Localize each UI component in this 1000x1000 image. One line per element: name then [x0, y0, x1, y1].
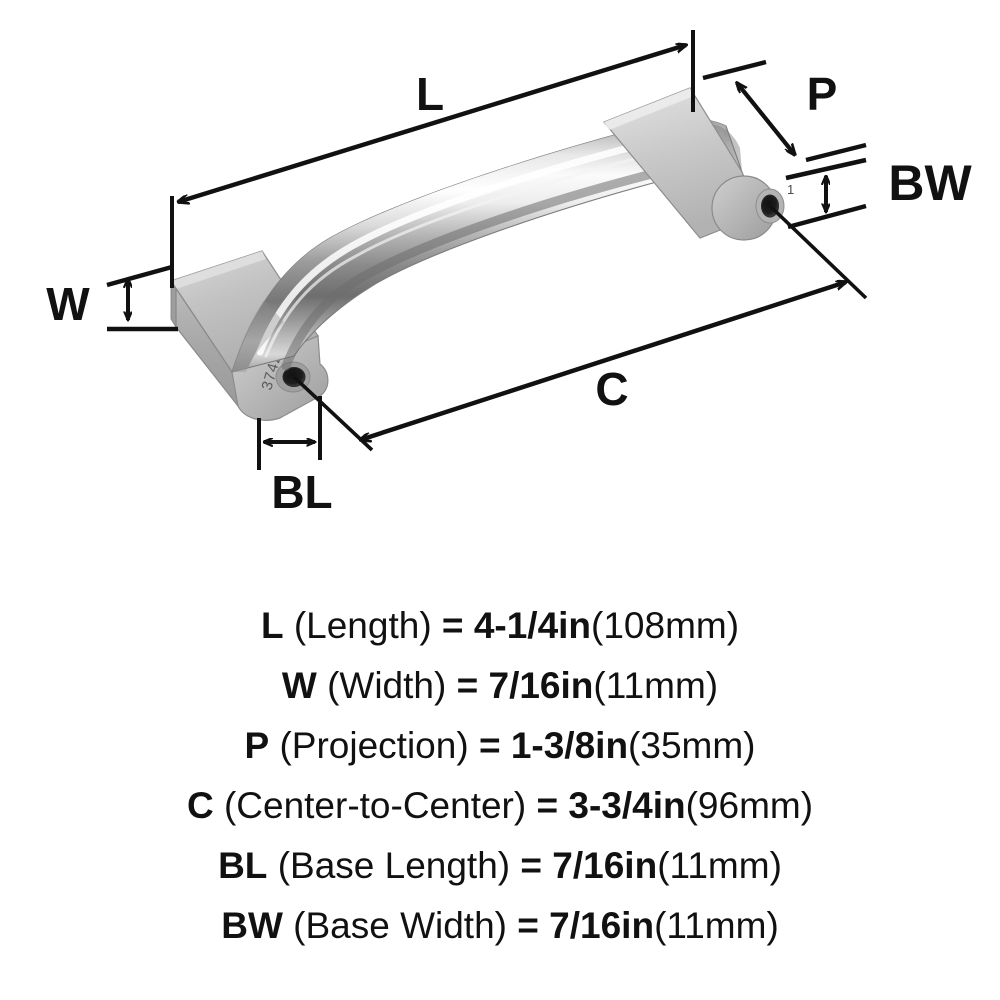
- legend-desc-W: (Width): [327, 665, 447, 706]
- legend-row-BW: BW (Base Width) = 7/16in(11mm): [0, 896, 1000, 956]
- legend-eq-BW: =: [517, 905, 539, 946]
- legend-desc-BW: (Base Width): [293, 905, 507, 946]
- secondary-marking: 1: [787, 182, 794, 197]
- legend-value-in-BW: 7/16in: [549, 905, 655, 946]
- dimension-label-BL: BL: [271, 466, 332, 518]
- P-dimension-line: [737, 83, 795, 155]
- legend-eq-P: =: [478, 725, 501, 766]
- dimension-label-L: L: [416, 68, 444, 120]
- C-leader-right: [768, 204, 868, 300]
- dimension-legend: L (Length) = 4-1/4in(108mm) W (Width) = …: [0, 596, 1000, 956]
- legend-row-L: L (Length) = 4-1/4in(108mm): [0, 596, 1000, 656]
- dimension-label-W: W: [46, 278, 90, 330]
- legend-value-mm-BW: (11mm): [654, 905, 779, 946]
- P-extension-upper: [702, 59, 767, 81]
- left-foot-chamfer: [171, 251, 266, 289]
- legend-value-in-C: 3-3/4in: [568, 785, 686, 826]
- dimension-label-BW: BW: [888, 155, 972, 211]
- BW-extension-top: [785, 157, 867, 181]
- dimension-label-P: P: [807, 68, 838, 120]
- legend-eq-W: =: [456, 665, 479, 706]
- legend-row-W: W (Width) = 7/16in(11mm): [0, 656, 1000, 716]
- legend-value-mm-BL: (11mm): [657, 845, 782, 886]
- P-extension-lower: [805, 142, 867, 163]
- dimension-P: P: [702, 59, 867, 163]
- cabinet-pull-handle-illustration: 37423: [170, 87, 794, 421]
- dimension-BW: BW: [785, 155, 972, 230]
- C-dimension-line: [360, 282, 846, 440]
- legend-abbr-L: L: [260, 605, 284, 646]
- legend-value-in-L: 4-1/4in: [473, 605, 592, 646]
- arch-bar-left-bend-shade: [232, 300, 284, 372]
- legend-abbr-BL: BL: [218, 845, 268, 886]
- legend-row-C: C (Center-to-Center) = 3-3/4in(96mm): [0, 776, 1000, 836]
- legend-desc-BL: (Base Length): [277, 845, 511, 886]
- legend-desc-P: (Projection): [279, 725, 469, 766]
- dimension-label-C: C: [595, 363, 628, 415]
- L-dimension-line: [178, 45, 686, 202]
- legend-abbr-BW: BW: [221, 905, 283, 946]
- legend-value-in-P: 1-3/8in: [510, 725, 629, 766]
- W-extension-top: [106, 264, 173, 288]
- dimension-L: L: [170, 30, 695, 288]
- product-technical-drawing: 37423: [46, 30, 972, 518]
- legend-abbr-P: P: [244, 725, 270, 766]
- legend-eq-L: =: [441, 605, 464, 646]
- dimension-W: W: [46, 264, 178, 332]
- legend-value-mm-L: (108mm): [591, 605, 740, 646]
- legend-desc-L: (Length): [293, 605, 432, 646]
- legend-value-in-BL: 7/16in: [552, 845, 658, 886]
- legend-eq-BL: =: [520, 845, 543, 886]
- legend-value-mm-C: (96mm): [685, 785, 814, 826]
- legend-abbr-C: C: [186, 785, 214, 826]
- legend-desc-C: (Center-to-Center): [223, 785, 527, 826]
- legend-value-mm-P: (35mm): [628, 725, 756, 766]
- dimension-C: C: [292, 204, 868, 452]
- arch-bar-top-face: [232, 119, 726, 372]
- legend-row-P: P (Projection) = 1-3/8in(35mm): [0, 716, 1000, 776]
- legend-row-BL: BL (Base Length) = 7/16in(11mm): [0, 836, 1000, 896]
- dimension-BL: BL: [257, 396, 333, 518]
- legend-abbr-W: W: [281, 665, 317, 706]
- legend-value-mm-W: (11mm): [593, 665, 719, 706]
- legend-eq-C: =: [536, 785, 559, 826]
- legend-value-in-W: 7/16in: [488, 665, 594, 706]
- BW-extension-bottom: [787, 203, 867, 230]
